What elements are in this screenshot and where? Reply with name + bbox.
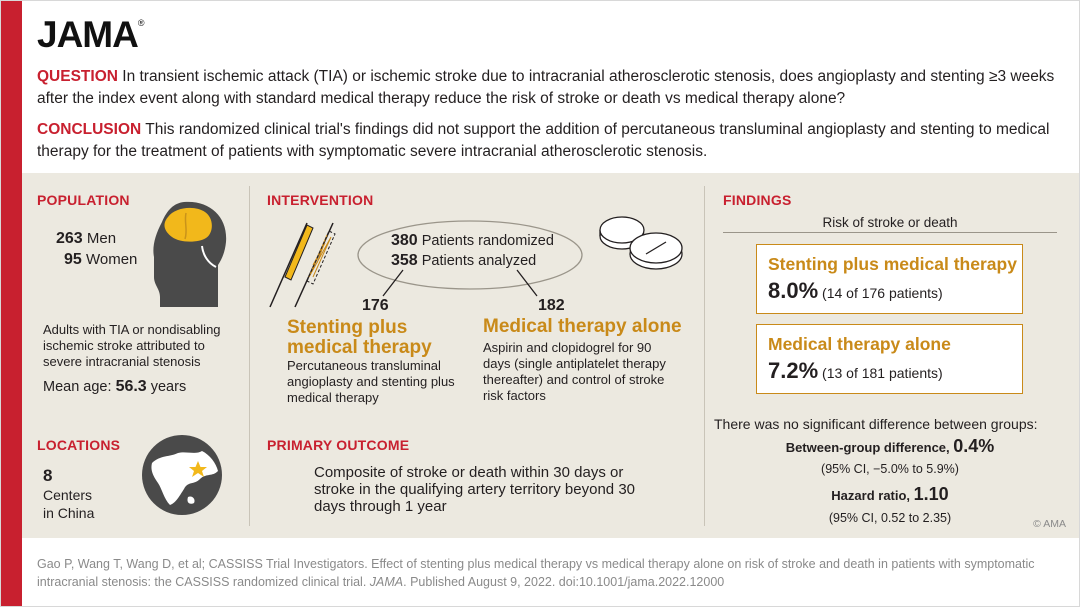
medical-result-box: Medical therapy alone 7.2% (13 of 181 pa…: [756, 324, 1023, 394]
difference-ci: (95% CI, −5.0% to 5.9%): [821, 462, 959, 476]
no-difference-text: There was no significant difference betw…: [714, 416, 1038, 432]
men-count: 263 Men: [56, 230, 117, 247]
citation: Gao P, Wang T, Wang D, et al; CASSISS Tr…: [37, 557, 1035, 589]
medical-result-value: 7.2% (13 of 181 patients): [768, 358, 943, 383]
arm2-title: Medical therapy alone: [483, 316, 682, 337]
mean-age: Mean age: 56.3 years: [43, 378, 187, 395]
centers-count: 8: [43, 466, 53, 485]
patients-randomized: 380 Patients randomized: [391, 232, 554, 249]
women-count: 95 Women: [64, 251, 138, 268]
accent-bar: [0, 0, 22, 607]
patients-analyzed: 358 Patients analyzed: [391, 252, 537, 269]
pill-icon: [599, 216, 683, 270]
arm2-description: Aspirin and clopidogrel for 90 days (sin…: [483, 340, 666, 403]
arm2-count: 182: [538, 297, 565, 314]
findings-rule: [723, 232, 1057, 233]
intervention-heading: INTERVENTION: [267, 192, 374, 208]
medical-result-title: Medical therapy alone: [768, 334, 951, 354]
population-heading: POPULATION: [37, 192, 130, 208]
divider-2: [704, 186, 705, 526]
findings-subheading: Risk of stroke or death: [822, 215, 958, 230]
stenting-result-title: Stenting plus medical therapy: [768, 254, 1017, 274]
between-group-difference: Between-group difference, 0.4%: [785, 436, 995, 456]
stenting-result-value: 8.0% (14 of 176 patients): [768, 278, 943, 303]
divider-1: [249, 186, 250, 526]
question-text: In transient ischemic attack (TIA) or is…: [37, 68, 1055, 107]
stent-icon: [269, 222, 336, 308]
head-silhouette-icon: [153, 201, 227, 307]
conclusion-block: CONCLUSION This randomized clinical tria…: [37, 119, 1057, 163]
conclusion-text: This randomized clinical trial's finding…: [37, 121, 1050, 160]
hazard-ratio: Hazard ratio, 1.10: [831, 484, 949, 504]
findings-heading: FINDINGS: [723, 192, 792, 208]
copyright: © AMA: [1033, 518, 1066, 530]
question-block: QUESTION In transient ischemic attack (T…: [37, 66, 1057, 110]
globe-icon: [142, 435, 222, 515]
primary-outcome-text: Composite of stroke or death within 30 d…: [314, 464, 635, 515]
arm1-count: 176: [362, 297, 389, 314]
stenting-result-box: Stenting plus medical therapy 8.0% (14 o…: [756, 244, 1023, 314]
primary-outcome-heading: PRIMARY OUTCOME: [267, 437, 410, 453]
centers-label: Centers: [43, 487, 93, 503]
randomized-ellipse: [357, 220, 583, 290]
question-label: QUESTION: [37, 68, 118, 85]
arm1-description: Percutaneous transluminal angioplasty an…: [287, 358, 455, 405]
allocation-lines: [382, 269, 538, 297]
jama-logo: JAMA®: [37, 14, 144, 55]
china-label: in China: [43, 505, 95, 521]
hazard-ratio-ci: (95% CI, 0.52 to 2.35): [828, 511, 952, 525]
locations-heading: LOCATIONS: [37, 437, 121, 453]
population-description: Adults with TIA or nondisabling ischemic…: [43, 322, 221, 369]
conclusion-label: CONCLUSION: [37, 121, 142, 138]
